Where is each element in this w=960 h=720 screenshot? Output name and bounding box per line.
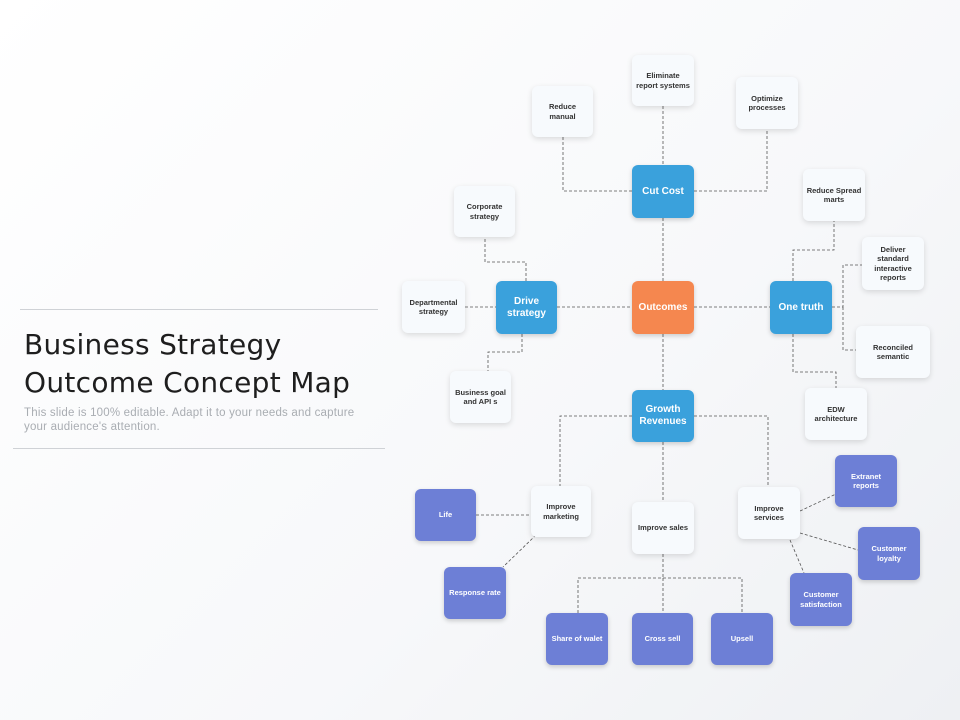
top-divider	[20, 309, 378, 310]
outcomes-node[interactable]: Outcomes	[632, 281, 694, 334]
drive-strategy-node[interactable]: Drive strategy	[496, 281, 557, 334]
corporate-strategy-node[interactable]: Corporate strategy	[454, 186, 515, 237]
extranet-reports-node[interactable]: Extranet reports	[835, 455, 897, 507]
slide-title: Business Strategy Outcome Concept Map	[24, 328, 351, 399]
one-truth-node[interactable]: One truth	[770, 281, 832, 334]
connector	[789, 539, 805, 574]
connector	[842, 307, 856, 351]
improve-sales-node[interactable]: Improve sales	[632, 502, 694, 554]
edw-architecture-node[interactable]: EDW architecture	[805, 388, 867, 440]
business-goal-api-node[interactable]: Business goal and API s	[450, 371, 511, 423]
eliminate-report-systems-node[interactable]: Eliminate report systems	[632, 55, 694, 106]
connector	[562, 137, 632, 192]
departmental-strategy-node[interactable]: Departmental strategy	[402, 281, 465, 333]
connector	[694, 129, 768, 192]
optimize-processes-node[interactable]: Optimize processes	[736, 77, 798, 129]
deliver-standard-reports-node[interactable]: Deliver standard interactive reports	[862, 237, 924, 290]
connector	[577, 577, 743, 613]
connector	[694, 415, 769, 487]
connector	[799, 532, 859, 551]
improve-services-node[interactable]: Improve services	[738, 487, 800, 539]
connector	[832, 264, 862, 308]
bottom-divider	[13, 448, 385, 449]
reduce-manual-node[interactable]: Reduce manual	[532, 86, 593, 137]
connector	[799, 493, 837, 512]
improve-marketing-node[interactable]: Improve marketing	[531, 486, 591, 537]
share-of-wallet-node[interactable]: Share of walet	[546, 613, 608, 665]
reconciled-semantic-node[interactable]: Reconciled semantic	[856, 326, 930, 378]
life-node[interactable]: Life	[415, 489, 476, 541]
connector	[487, 334, 523, 371]
response-rate-node[interactable]: Response rate	[444, 567, 506, 619]
connector	[559, 415, 632, 486]
customer-loyalty-node[interactable]: Customer loyalty	[858, 527, 920, 580]
slide-subtitle: This slide is 100% editable. Adapt it to…	[24, 407, 355, 433]
cut-cost-node[interactable]: Cut Cost	[632, 165, 694, 218]
upsell-node[interactable]: Upsell	[711, 613, 773, 665]
connector	[792, 221, 835, 281]
growth-revenues-node[interactable]: Growth Revenues	[632, 390, 694, 442]
connector	[484, 237, 527, 281]
connector	[502, 534, 537, 568]
connector	[792, 334, 837, 388]
cross-sell-node[interactable]: Cross sell	[632, 613, 693, 665]
customer-satisfaction-node[interactable]: Customer satisfaction	[790, 573, 852, 626]
reduce-spread-marts-node[interactable]: Reduce Spread marts	[803, 169, 865, 221]
